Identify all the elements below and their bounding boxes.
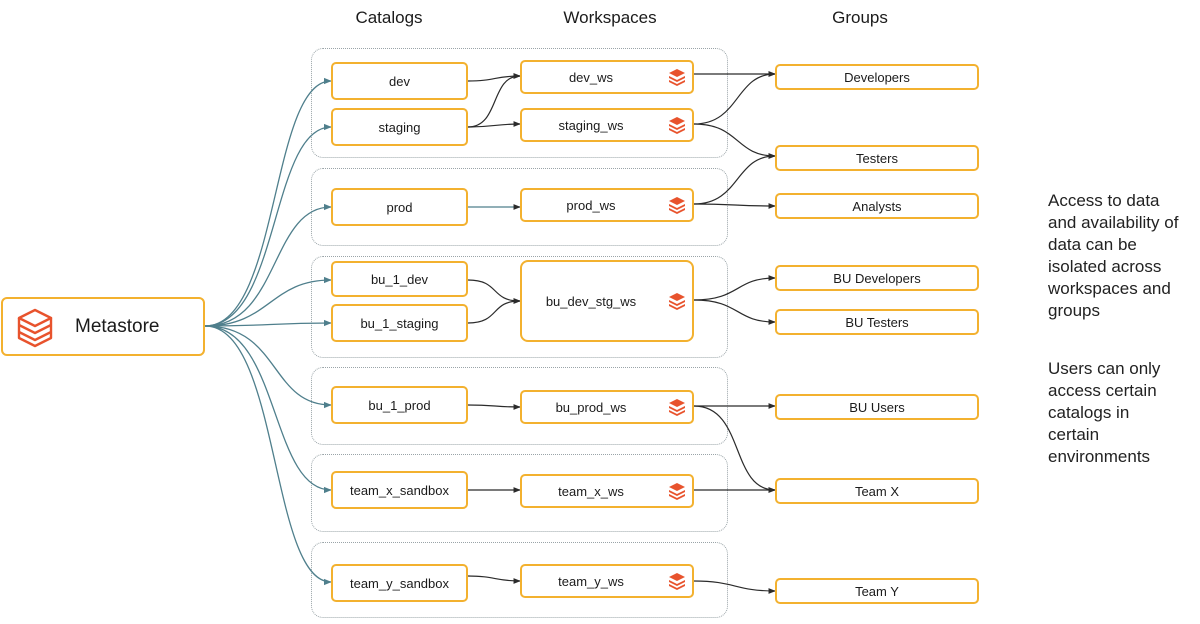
group-label: BU Testers (845, 314, 909, 330)
group-developers[interactable]: Developers (775, 64, 979, 90)
workspace-label: team_y_ws (558, 573, 624, 589)
team-y-sandbox-to-team-y-ws-link (467, 575, 521, 584)
workspace-team-x-ws[interactable]: team_x_ws (520, 474, 694, 508)
staging-ws-to-testers-link (693, 123, 776, 159)
workspaces-header: Workspaces (563, 8, 657, 27)
access-note: Users can only access certain catalogs i… (1048, 359, 1161, 466)
metastore-to-team-y-sandbox-link (204, 325, 332, 586)
workspace-label: dev_ws (568, 69, 614, 85)
staging-to-dev-ws-link (467, 73, 521, 128)
group-team-y[interactable]: Team Y (775, 578, 979, 604)
group-label: Developers (844, 69, 910, 85)
groups-header: Groups (832, 8, 888, 27)
catalog-label: bu_1_prod (368, 397, 431, 413)
metastore-to-staging-link (204, 123, 332, 327)
bu-dev-stg-ws-to-bu-testers-link (693, 299, 776, 325)
workspace-label: bu_dev_stg_ws (545, 293, 637, 309)
catalog-bu-1-prod[interactable]: bu_1_prod (331, 386, 468, 424)
bu-1-dev-to-bu-dev-stg-ws-link (467, 279, 521, 304)
catalog-label: team_y_sandbox (349, 575, 449, 591)
dev-staging-environment-frame (311, 48, 728, 158)
catalog-staging[interactable]: staging (331, 108, 468, 146)
staging-to-staging-ws-link (467, 121, 521, 128)
isolation-note: Access to data and availability of data … (1048, 191, 1179, 320)
catalog-label: bu_1_dev (370, 271, 429, 287)
workspace-label: team_x_ws (558, 483, 624, 499)
databricks-stack-icon (669, 197, 685, 214)
group-team-x[interactable]: Team X (775, 478, 979, 504)
catalog-prod[interactable]: prod (331, 188, 468, 226)
dev-to-dev-ws-link (467, 73, 521, 82)
metastore-to-team-x-sandbox-link (204, 325, 332, 494)
workspace-bu-prod-ws[interactable]: bu_prod_ws (520, 390, 694, 424)
bu-1-prod-to-bu-prod-ws-link (467, 404, 521, 410)
catalog-team-y-sandbox[interactable]: team_y_sandbox (331, 564, 468, 602)
workspace-team-y-ws[interactable]: team_y_ws (520, 564, 694, 598)
workspace-label: staging_ws (558, 117, 624, 133)
group-label: BU Developers (833, 270, 921, 286)
group-label: Analysts (852, 198, 902, 214)
databricks-stack-icon (669, 117, 685, 134)
group-bu-developers[interactable]: BU Developers (775, 265, 979, 291)
databricks-stack-icon (669, 293, 685, 310)
catalog-label: staging (378, 119, 421, 135)
metastore-to-bu-1-dev-link (204, 276, 332, 327)
metastore-label: Metastore (75, 315, 160, 337)
team-x-environment-frame (311, 454, 728, 532)
databricks-stack-icon (669, 399, 685, 416)
databricks-stack-icon (17, 308, 53, 347)
workspace-label: prod_ws (566, 197, 616, 213)
workspace-label: bu_prod_ws (555, 399, 627, 415)
metastore-to-dev-link (204, 77, 332, 327)
databricks-stack-icon (669, 483, 685, 500)
group-testers[interactable]: Testers (775, 145, 979, 171)
prod-ws-to-testers-link (693, 153, 776, 205)
bu-1-staging-to-bu-dev-stg-ws-link (467, 298, 521, 324)
metastore-to-bu-1-staging-link (204, 319, 332, 327)
databricks-stack-icon (669, 69, 685, 86)
workspace-prod-ws[interactable]: prod_ws (520, 188, 694, 222)
group-label: Team Y (855, 583, 899, 599)
prod-environment-frame (311, 168, 728, 246)
group-bu-testers[interactable]: BU Testers (775, 309, 979, 335)
group-analysts[interactable]: Analysts (775, 193, 979, 219)
databricks-stack-icon (669, 573, 685, 590)
workspace-staging-ws[interactable]: staging_ws (520, 108, 694, 142)
bu-dev-stg-ws-to-bu-developers-link (693, 275, 776, 301)
team-y-ws-to-team-y-link (693, 580, 776, 594)
catalog-team-x-sandbox[interactable]: team_x_sandbox (331, 471, 468, 509)
workspace-dev-ws[interactable]: dev_ws (520, 60, 694, 94)
bu-dev-staging-environment-frame (311, 256, 728, 358)
catalog-label: bu_1_staging (360, 315, 439, 331)
group-label: BU Users (849, 399, 905, 415)
bu-prod-ws-to-team-x-link (693, 405, 776, 493)
metastore-to-bu-1-prod-link (204, 325, 332, 409)
catalog-bu-1-staging[interactable]: bu_1_staging (331, 304, 468, 342)
metastore-to-prod-link (204, 203, 332, 327)
workspace-bu-dev-stg-ws[interactable]: bu_dev_stg_ws (520, 260, 694, 342)
team-y-environment-frame (311, 542, 728, 618)
catalog-label: dev (389, 73, 410, 89)
staging-ws-to-developers-link (693, 71, 776, 125)
group-label: Testers (856, 150, 898, 166)
metastore-node[interactable]: Metastore (1, 297, 205, 356)
catalog-label: team_x_sandbox (349, 482, 449, 498)
group-bu-users[interactable]: BU Users (775, 394, 979, 420)
catalog-bu-1-dev[interactable]: bu_1_dev (331, 261, 468, 297)
catalog-dev[interactable]: dev (331, 62, 468, 100)
group-label: Team X (854, 483, 900, 499)
catalog-label: prod (386, 199, 413, 215)
prod-ws-to-analysts-link (693, 203, 776, 209)
catalogs-header: Catalogs (355, 8, 423, 27)
